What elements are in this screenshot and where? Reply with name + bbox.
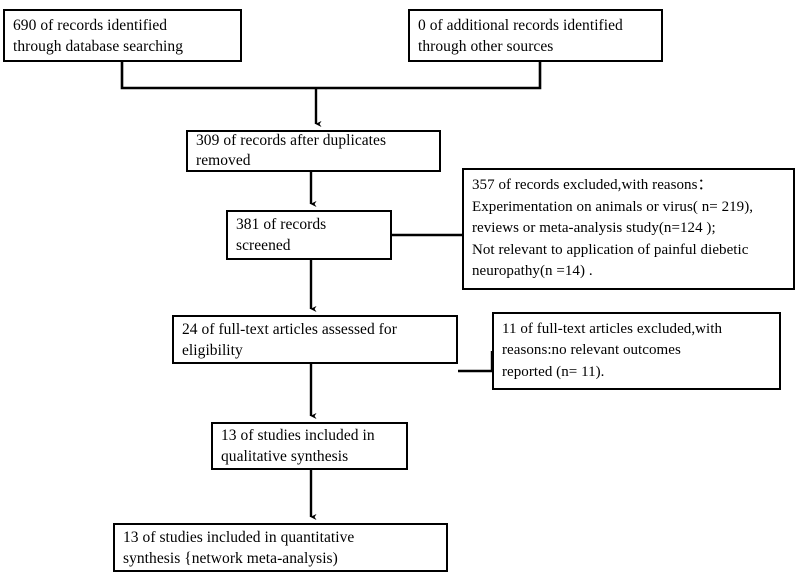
node-line: through database searching (13, 37, 184, 55)
node-line: 309 of records after duplicates (196, 132, 387, 149)
connector-database-to-merge (120, 62, 316, 90)
node-line: Experimentation on animals or virus( n= … (472, 198, 754, 215)
node-identification-database[interactable]: 690 of records identified through databa… (3, 9, 242, 62)
node-line: 0 of additional records identified (418, 16, 623, 34)
node-line: eligibility (182, 341, 243, 359)
node-studies-qualitative-synthesis[interactable]: 13 of studies included in qualitative sy… (211, 422, 408, 470)
connector-other-sources-to-merge (316, 62, 542, 90)
node-line: 13 of studies included in quantitative (123, 528, 355, 546)
node-line: removed (196, 152, 251, 169)
node-line: 357 of records excluded,with reasons： (472, 177, 713, 194)
node-line: 24 of full-text articles assessed for (182, 320, 397, 338)
node-line: reported (n= 11). (502, 363, 605, 380)
node-line: qualitative synthesis (221, 448, 349, 465)
node-fulltext-excluded[interactable]: 11 of full-text articles excluded,with r… (492, 312, 781, 390)
node-line: Not relevant to application of painful d… (472, 241, 749, 258)
node-studies-quantitative-synthesis[interactable]: 13 of studies included in quantitative s… (113, 523, 448, 572)
connector-fulltext-to-excluded (458, 351, 494, 373)
node-records-screened[interactable]: 381 of records screened (226, 210, 392, 260)
node-line: screened (236, 237, 291, 254)
node-line: reasons:no relevant outcomes (502, 342, 681, 359)
node-line: synthesis {network meta-analysis) (123, 549, 338, 567)
node-records-excluded[interactable]: 357 of records excluded,with reasons： Ex… (462, 168, 795, 290)
node-fulltext-assessed-eligibility[interactable]: 24 of full-text articles assessed for el… (172, 315, 458, 364)
node-line: 13 of studies included in (221, 427, 375, 444)
node-identification-other-sources[interactable]: 0 of additional records identified throu… (408, 9, 663, 62)
node-line: reviews or meta-analysis study(n=124 ); (472, 220, 716, 237)
node-line: neuropathy(n =14) . (472, 263, 593, 280)
node-records-after-duplicates[interactable]: 309 of records after duplicates removed (186, 130, 441, 172)
node-line: 11 of full-text articles excluded,with (502, 320, 723, 337)
node-line: through other sources (418, 37, 554, 55)
node-line: 381 of records (236, 216, 327, 233)
node-line: 690 of records identified (13, 16, 168, 34)
